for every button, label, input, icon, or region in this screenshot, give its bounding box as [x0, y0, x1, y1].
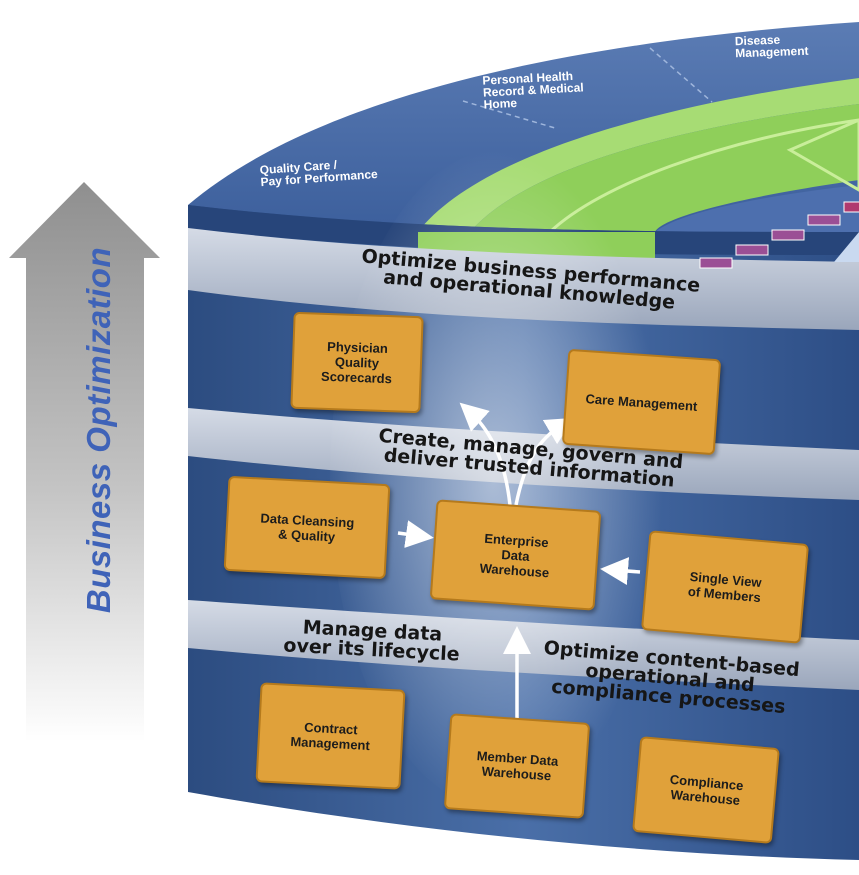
side-label-text: Business Optimization [80, 246, 117, 614]
box-compliance-warehouse: Compliance Warehouse [632, 736, 780, 844]
box-data-cleansing-quality: Data Cleansing & Quality [223, 475, 391, 580]
flow-arrows [397, 402, 641, 718]
business-optimization-label: Business Optimization [44, 180, 154, 680]
box-care-management: Care Management [561, 348, 722, 456]
segment-personal-health-record: Personal Health Record & Medical Home [482, 68, 585, 112]
box-enterprise-data-warehouse: Enterprise Data Warehouse [429, 499, 602, 611]
box-member-data-warehouse: Member Data Warehouse [443, 713, 591, 819]
box-physician-quality-scorecards: Physician Quality Scorecards [290, 311, 424, 414]
business-optimization-arrow [9, 182, 160, 742]
box-contract-management: Contract Management [255, 682, 406, 790]
segment-disease-management: Disease Management [734, 32, 809, 61]
box-single-view-of-members: Single View of Members [640, 530, 810, 644]
staircase-steps [699, 201, 859, 269]
